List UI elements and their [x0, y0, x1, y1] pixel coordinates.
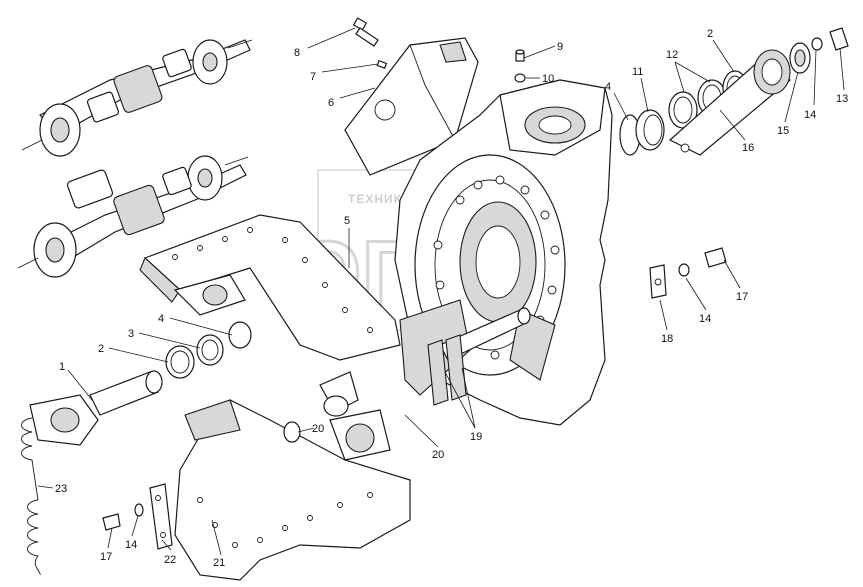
nut-part-14-low [134, 503, 144, 517]
brake-shoe-upper [139, 214, 401, 417]
callout-14-low: 14 [125, 539, 137, 551]
housing-bolt-holes [433, 175, 560, 360]
shoe-rivet-holes-lower [197, 492, 373, 548]
callout-2-left: 2 [98, 343, 104, 355]
callout-labels: 8 7 6 9 10 4 11 12 2 13 14 15 16 5 17 14… [55, 28, 848, 569]
plate-part-22 [149, 483, 173, 550]
callout-11: 11 [632, 66, 643, 78]
washer-part-10 [514, 73, 526, 83]
anchor-pins-part-19 [427, 307, 531, 406]
washers-part-12 [668, 79, 727, 129]
callout-1: 1 [59, 361, 65, 373]
plate-part-18 [649, 264, 667, 299]
callout-23: 23 [55, 483, 67, 495]
callout-21: 21 [213, 557, 225, 569]
axle-assembly-bottom [17, 155, 249, 278]
callout-3: 3 [128, 328, 134, 340]
callout-10: 10 [542, 73, 554, 85]
callout-14-top: 14 [804, 109, 816, 121]
pin-part-7 [376, 59, 388, 69]
brake-shoe-lower-part-21 [174, 399, 411, 581]
callout-17-left: 17 [100, 551, 112, 563]
axle-assembly-top [21, 39, 253, 157]
callout-2-right: 2 [707, 28, 713, 40]
bolt-part-17-left [102, 513, 121, 531]
shoe-rivet-holes-upper [172, 227, 373, 333]
ring-part-2-left [165, 345, 195, 379]
ring-part-3 [196, 334, 224, 366]
callout-9: 9 [557, 41, 563, 53]
callout-4-right: 4 [605, 81, 611, 93]
grease-fitting-part-9 [515, 49, 525, 62]
callout-12: 12 [666, 49, 678, 61]
callout-14-mid: 14 [699, 313, 711, 325]
callout-13: 13 [836, 93, 848, 105]
washer-part-15 [789, 42, 811, 74]
callout-7: 7 [310, 71, 316, 83]
callout-19: 19 [470, 431, 482, 443]
bushing-part-20 [283, 421, 301, 443]
callout-17-right: 17 [736, 291, 748, 303]
callout-20-left: 20 [312, 423, 324, 435]
bushing-part-11 [635, 109, 665, 151]
callout-4-left: 4 [158, 313, 164, 325]
lever-part-16 [668, 49, 792, 156]
callout-16: 16 [742, 142, 754, 154]
callout-18: 18 [661, 333, 673, 345]
leader-lines [37, 27, 845, 556]
bolt-part-8 [352, 17, 379, 47]
seal-part-4-left [228, 321, 252, 349]
bolt-part-17-right [704, 247, 727, 268]
callout-20-right: 20 [432, 449, 444, 461]
callout-22: 22 [164, 554, 176, 566]
nut-part-14-top [811, 37, 823, 51]
callout-5: 5 [344, 215, 350, 227]
callout-15: 15 [777, 125, 789, 137]
callout-8: 8 [294, 47, 300, 59]
bolt-part-13 [829, 27, 849, 51]
nut-part-14-mid [678, 263, 690, 277]
camshaft-part-1 [29, 370, 163, 446]
callout-6: 6 [328, 97, 334, 109]
spring-part-23 [21, 417, 41, 576]
